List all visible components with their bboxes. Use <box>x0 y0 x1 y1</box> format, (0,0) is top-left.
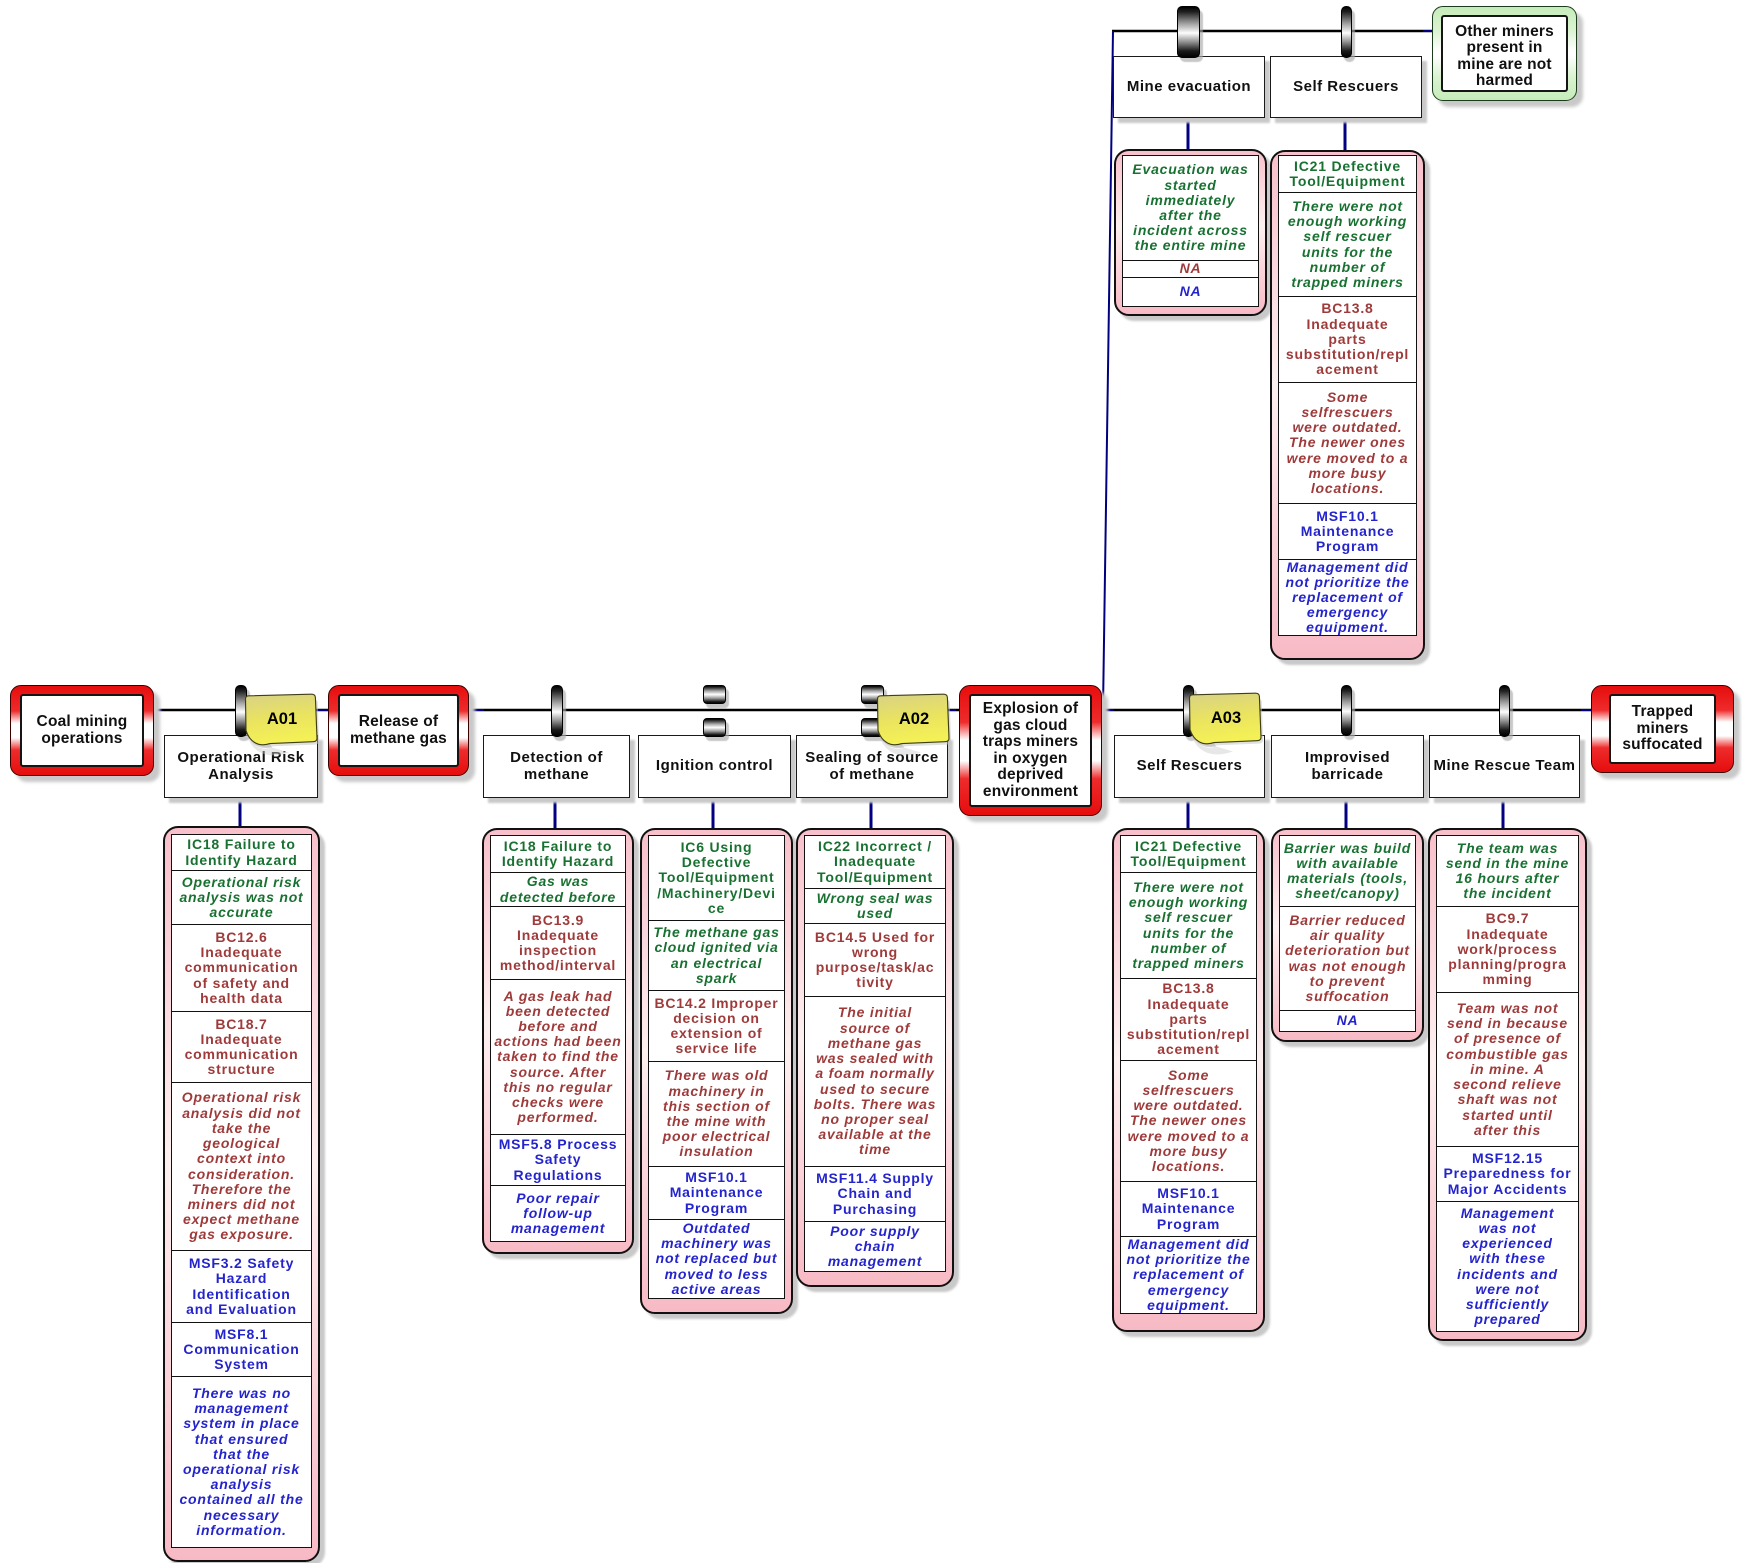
svg-text:A01: A01 <box>267 710 297 728</box>
svg-text:A03: A03 <box>1211 709 1241 727</box>
svg-text:A02: A02 <box>899 710 929 728</box>
